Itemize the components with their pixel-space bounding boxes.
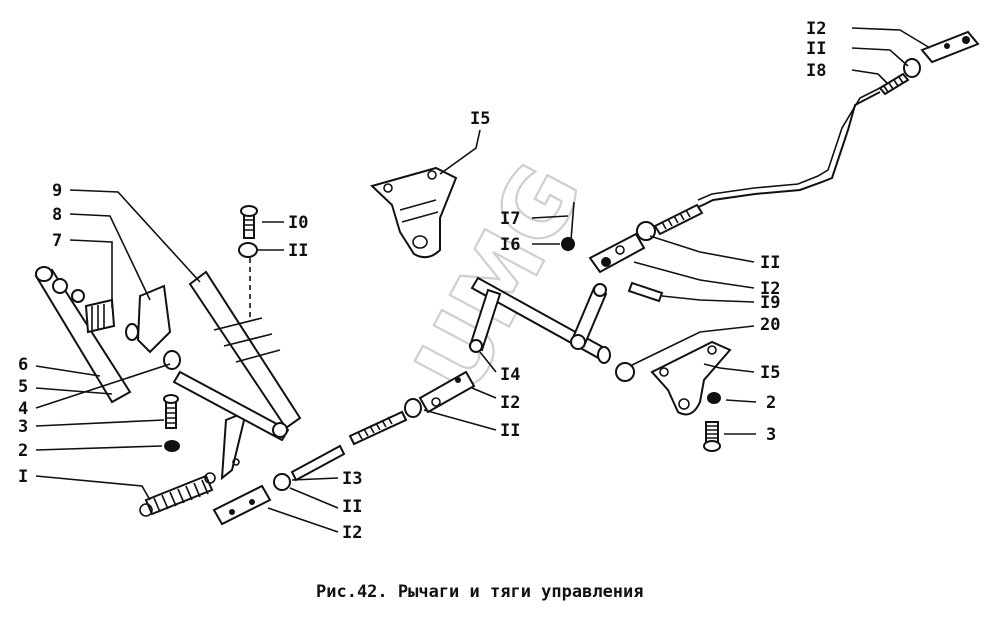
callout-12-top: I2	[806, 19, 826, 39]
callout-3-left: 3	[18, 417, 28, 437]
callout-10: I0	[288, 213, 308, 233]
bracket-top	[370, 166, 458, 259]
callout-11-pedal: II	[288, 241, 308, 261]
washer-2-left	[164, 440, 180, 452]
pedal-plate	[188, 270, 302, 430]
callout-3-right: 3	[766, 425, 776, 445]
callout-9: 9	[52, 181, 62, 201]
rod-threaded-end-top	[878, 72, 910, 96]
callout-6: 6	[18, 355, 28, 375]
rod-threaded-mid	[653, 203, 704, 236]
callout-4: 4	[18, 399, 28, 419]
rod-13	[290, 444, 346, 482]
spring	[139, 472, 216, 517]
callout-2-left: 2	[18, 441, 28, 461]
callout-17: I7	[500, 209, 520, 229]
bolt-3-right	[703, 421, 721, 452]
figure-caption: Рис.42. Рычаги и тяги управления	[316, 582, 644, 602]
callout-15-right: I5	[760, 363, 780, 383]
washer-2-right	[707, 392, 721, 404]
bolt-10	[240, 205, 258, 239]
leader-lines	[35, 27, 931, 533]
left-bracket	[34, 266, 181, 404]
callout-5: 5	[18, 377, 28, 397]
nut-pedal	[238, 242, 258, 258]
callout-7: 7	[52, 231, 62, 251]
pedal-shaft	[172, 370, 290, 442]
pin-19	[627, 281, 664, 303]
pedal-lever	[220, 410, 248, 481]
callout-2-right: 2	[766, 393, 776, 413]
bushing-20	[615, 362, 635, 382]
washer-16	[561, 237, 575, 251]
clevis-bot	[212, 484, 272, 526]
callout-11-bot: II	[342, 497, 362, 517]
callout-13: I3	[342, 469, 362, 489]
cross-shaft	[468, 276, 611, 364]
callout-18: I8	[806, 61, 826, 81]
nut-top	[903, 58, 921, 78]
callout-12-low: I2	[500, 393, 520, 413]
control-rod-long	[691, 85, 885, 211]
nut-bot	[273, 473, 291, 491]
callout-11-top: II	[806, 39, 826, 59]
clevis-top	[920, 30, 980, 64]
clevis-low	[418, 370, 476, 414]
clevis-mid	[588, 232, 646, 274]
callout-20: 20	[760, 315, 780, 335]
callout-15-top: I5	[470, 109, 490, 129]
rod-threaded-low	[348, 410, 408, 446]
callout-14: I4	[500, 365, 520, 385]
callout-16: I6	[500, 235, 520, 255]
bolt-3-left	[163, 394, 179, 429]
callout-11-low: II	[500, 421, 520, 441]
nut-low	[404, 398, 422, 418]
callout-12-bot: I2	[342, 523, 362, 543]
callout-11-mid: II	[760, 253, 780, 273]
callout-1: I	[18, 467, 28, 487]
cotter-pin-17	[570, 201, 575, 241]
callout-19: I9	[760, 293, 780, 313]
callout-8: 8	[52, 205, 62, 225]
callout-12-mid: I2	[760, 279, 780, 299]
bracket-right	[650, 340, 732, 416]
